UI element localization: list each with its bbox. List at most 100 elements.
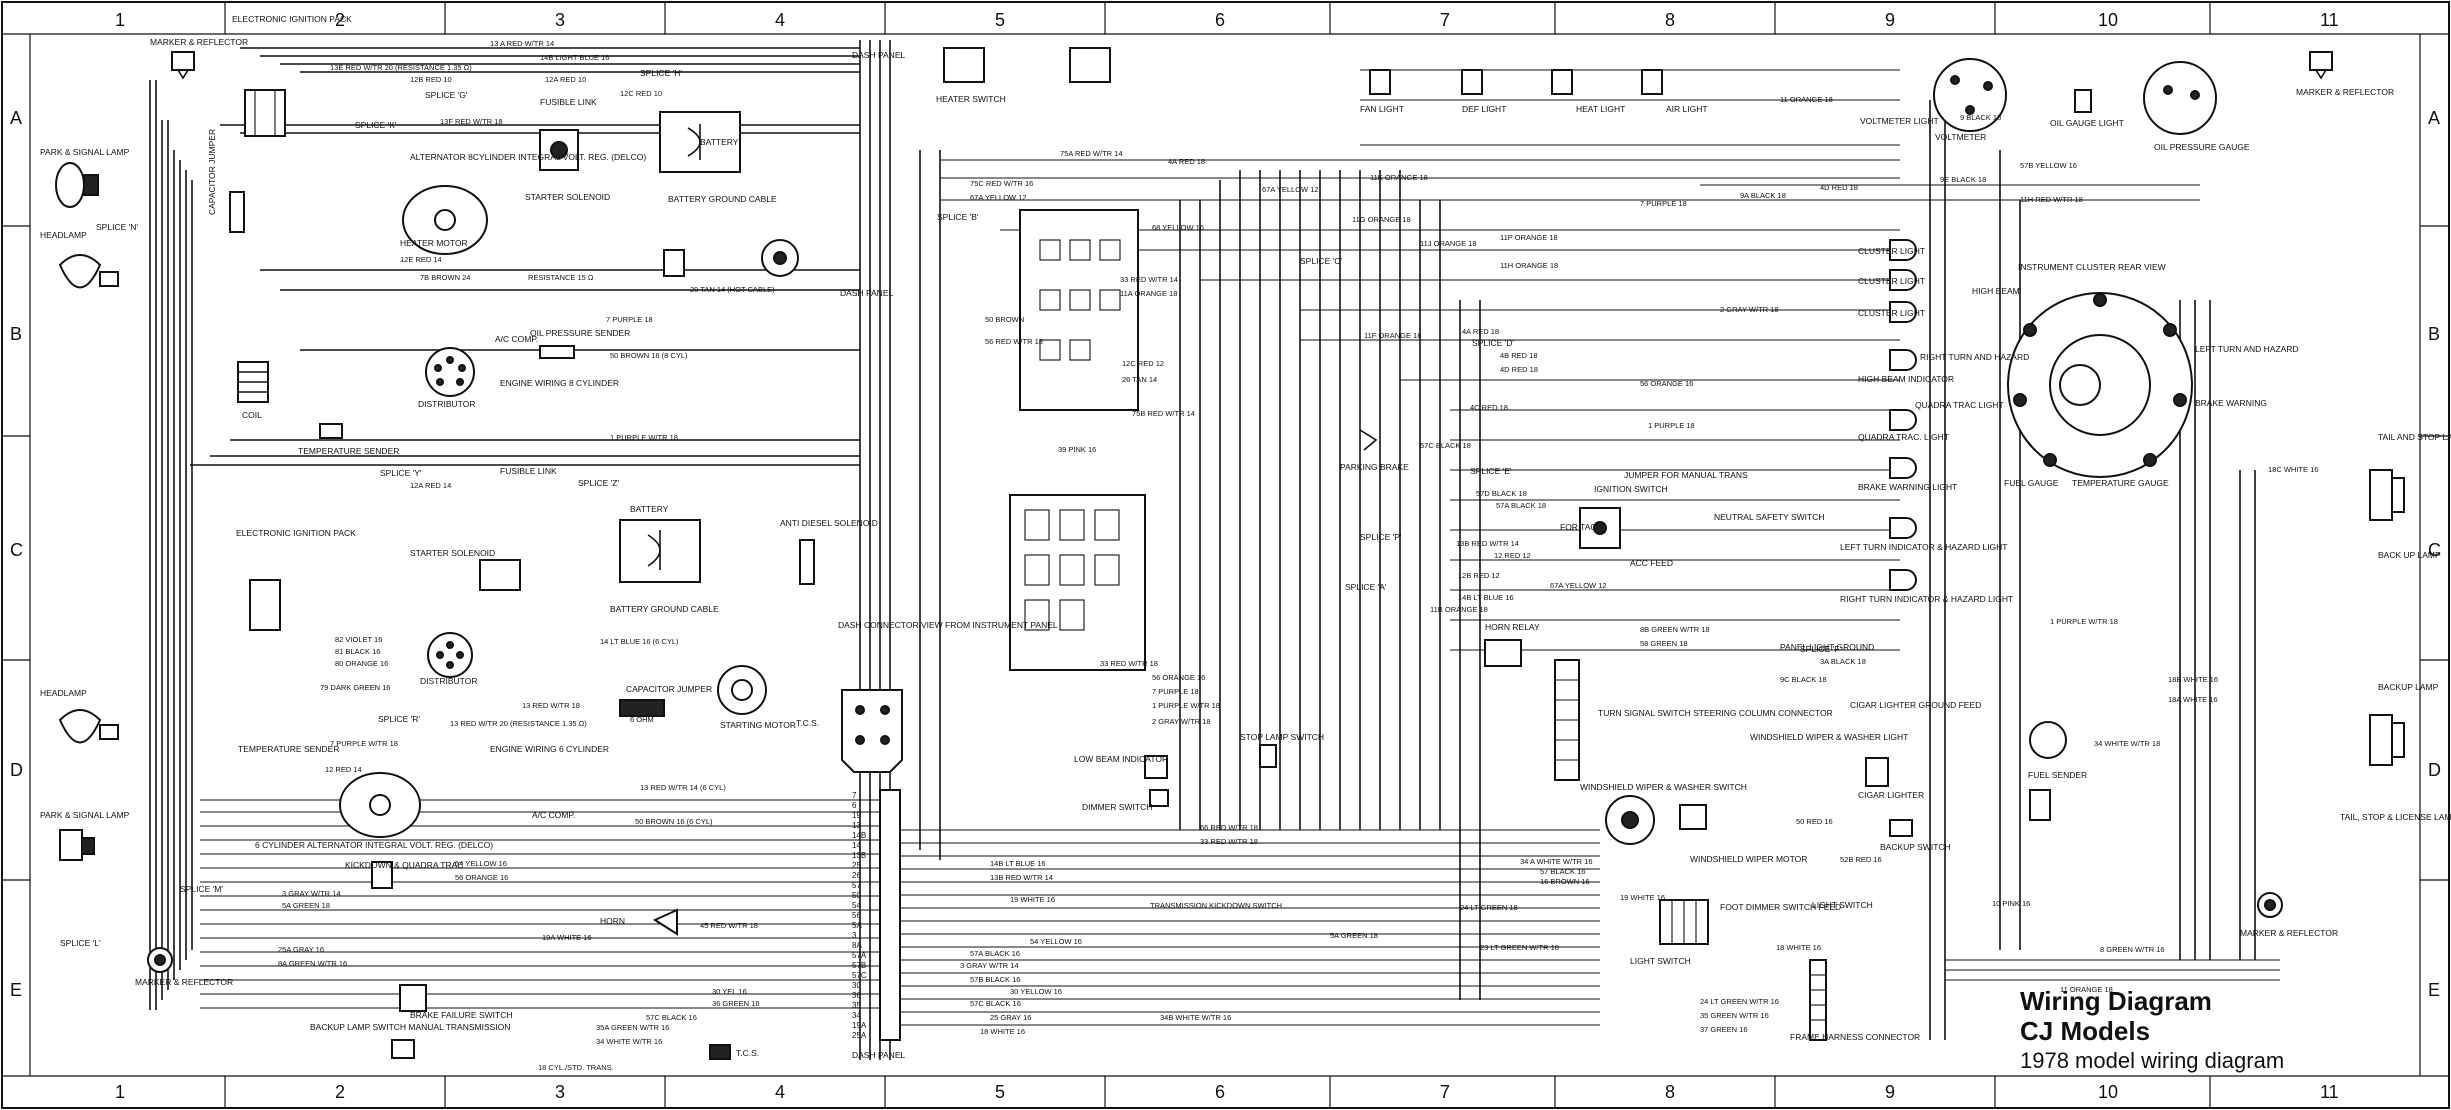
wiper-switch-icon: [1605, 795, 1655, 845]
label-distributor-bottom: DISTRIBUTOR: [420, 676, 477, 686]
wire-label-4: 12B RED 10: [410, 75, 452, 84]
grid-columns-bottom: 1 2 3 4 5 6 7 8 9 10 11: [115, 1082, 2339, 1102]
wire-label-64: 4A RED 18: [1462, 327, 1499, 336]
wire-label-101: 33 RED W/TR 18: [1100, 659, 1158, 668]
wire-label-100: 1 PURPLE W/TR 18: [2050, 617, 2118, 626]
wire-label-29: 56 ORANGE 16: [455, 873, 508, 882]
label-parking-brake: PARKING BRAKE: [1340, 462, 1409, 472]
connector-pin-label: 3: [852, 931, 857, 940]
label-cluster-light-2: CLUSTER LIGHT: [1858, 276, 1925, 286]
wire-label-93: 4D RED 18: [1820, 183, 1858, 192]
label-right-turn-hazard: RIGHT TURN AND HAZARD: [1920, 352, 2029, 362]
label-headlamp-bottom: HEADLAMP: [40, 688, 87, 698]
heater-switch-icon: [943, 47, 1111, 83]
title-subtitle: 1978 model wiring diagram: [2020, 1048, 2284, 1073]
heater-motor-icon: [663, 249, 685, 277]
label-jumper-manual-trans: JUMPER FOR MANUAL TRANS: [1624, 470, 1748, 480]
wire-label-58: 11G ORANGE 18: [1352, 215, 1411, 224]
label-starter-solenoid-bottom: STARTER SOLENOID: [410, 548, 495, 558]
label-splice-m: SPLICE 'M': [180, 884, 223, 894]
label-right-turn-indicator: RIGHT TURN INDICATOR & HAZARD LIGHT: [1840, 594, 2013, 604]
label-backup-switch: BACKUP SWITCH: [1880, 842, 1951, 852]
label-wiper-light: WINDSHIELD WIPER & WASHER LIGHT: [1750, 732, 1908, 742]
wire-label-9: 7B BROWN 24: [420, 273, 470, 282]
wire-label-66: 4D RED 18: [1500, 365, 1538, 374]
wire-label-106: 66 RED W/TR 18: [1200, 823, 1258, 832]
wire-label-12: 7 PURPLE 18: [606, 315, 653, 324]
label-quadra-trac-light: QUADRA TRAC. LIGHT: [1858, 432, 1949, 442]
label-high-beam: HIGH BEAM: [1972, 286, 2020, 296]
tcs-icon: [709, 1044, 731, 1060]
label-splice-f: SPLICE 'F': [1800, 644, 1841, 654]
label-low-beam-indicator: LOW BEAM INDICATOR: [1074, 754, 1168, 764]
wire-label-86: 18 WHITE 16: [1776, 943, 1821, 952]
voltmeter-icon: [1933, 58, 2007, 132]
label-alternator-top: ALTERNATOR 8CYLINDER INTEGRAL VOLT. REG.…: [410, 152, 646, 162]
wiper-motor-connector-icon: [1679, 804, 1707, 830]
wire-label-19: 80 ORANGE 16: [335, 659, 388, 668]
wire-label-96: 18A WHITE 16: [2168, 695, 2218, 704]
grid-col-11-bottom: 11: [2320, 1082, 2339, 1102]
label-splice-g: SPLICE 'G': [425, 90, 468, 100]
label-ignition-switch: IGNITION SWITCH: [1594, 484, 1668, 494]
label-dash-connector: DASH CONNECTOR VIEW FROM INSTRUMENT PANE…: [838, 620, 1058, 630]
wire-label-26: 13 RED W/TR 20 (RESISTANCE 1.35 Ω): [450, 719, 587, 728]
grid-col-9: 9: [1885, 10, 1895, 30]
wire-label-92: 57B YELLOW 16: [2020, 161, 2077, 170]
wire-label-78: 11B ORANGE 18: [1430, 605, 1488, 614]
low-beam-indicator-icon: [1144, 755, 1168, 779]
connector-pin-label: 35: [852, 1001, 861, 1010]
connector-pin-label: 30: [852, 981, 861, 990]
wire-label-116: 57B BLACK 16: [970, 975, 1020, 984]
label-tcs-2: T.C.S.: [796, 718, 819, 728]
parking-brake-icon: [1359, 429, 1378, 451]
label-splice-p: SPLICE 'P': [1360, 532, 1402, 542]
wire-label-73: 13B RED W/TR 14: [1456, 539, 1519, 548]
grid-row-a: A: [10, 108, 22, 128]
grid-col-9-bottom: 9: [1885, 1082, 1895, 1102]
wire-label-35: 45 RED W/TR 18: [700, 921, 758, 930]
stop-lamp-switch-icon: [1259, 744, 1277, 768]
wire-label-60: 11P ORANGE 18: [1500, 233, 1558, 242]
connector-pin-label: 25A: [852, 1031, 867, 1040]
grid-col-1-bottom: 1: [115, 1082, 125, 1102]
grid-col-10-bottom: 10: [2098, 1082, 2118, 1102]
wire-label-127: 23 LT GREEN W/TR 18: [1480, 943, 1559, 952]
connector-pin-label: 13B: [852, 851, 866, 860]
label-splice-n: SPLICE 'N': [96, 222, 138, 232]
wire-label-28: 54 YELLOW 16: [455, 859, 507, 868]
grid-col-2: 2: [335, 10, 345, 30]
wire-label-44: 75C RED W/TR 16: [970, 179, 1033, 188]
label-quadra-trac-light2: QUADRA TRAC LIGHT: [1915, 400, 2004, 410]
label-fusible-link-bottom: FUSIBLE LINK: [500, 466, 557, 476]
label-marker-reflector-bl: MARKER & REFLECTOR: [135, 977, 233, 987]
label-fusible-link-top: FUSIBLE LINK: [540, 97, 597, 107]
wire-label-7: 13F RED W/TR 18: [440, 117, 503, 126]
wire-label-109: 13B RED W/TR 14: [990, 873, 1053, 882]
label-splice-c: SPLICE 'C': [1300, 256, 1342, 266]
grid-col-5-bottom: 5: [995, 1082, 1005, 1102]
grid-row-d: D: [10, 760, 23, 780]
grid-col-4: 4: [775, 10, 785, 30]
wire-label-103: 7 PURPLE 18: [1152, 687, 1199, 696]
wire-label-108: 14B LT BLUE 16: [990, 859, 1046, 868]
oil-pressure-gauge-icon: [2143, 61, 2217, 135]
battery-top-icon: [659, 111, 741, 173]
connector-pin-label: 19: [852, 811, 861, 820]
alternator-bottom-icon: [339, 772, 421, 838]
wire-label-36: 30 YEL 16: [712, 987, 747, 996]
label-temperature-gauge: TEMPERATURE GAUGE: [2072, 478, 2169, 488]
marker-reflector-bl-icon: [147, 947, 173, 973]
connector-pin-label: 19A: [852, 1021, 867, 1030]
connector-pin-label: 26: [852, 871, 861, 880]
wire-label-48: 11A ORANGE 18: [1120, 289, 1177, 298]
relay-block-icon: [1009, 494, 1146, 671]
park-signal-lamp-top-icon: [55, 162, 99, 208]
grid-row-e: E: [10, 980, 22, 1000]
wire-label-77: 14B LT BLUE 16: [1458, 593, 1514, 602]
label-temperature-sender-bottom: TEMPERATURE SENDER: [238, 744, 339, 754]
wire-label-85: 10 PINK 16: [1992, 899, 2030, 908]
horn-icon: [652, 908, 678, 936]
